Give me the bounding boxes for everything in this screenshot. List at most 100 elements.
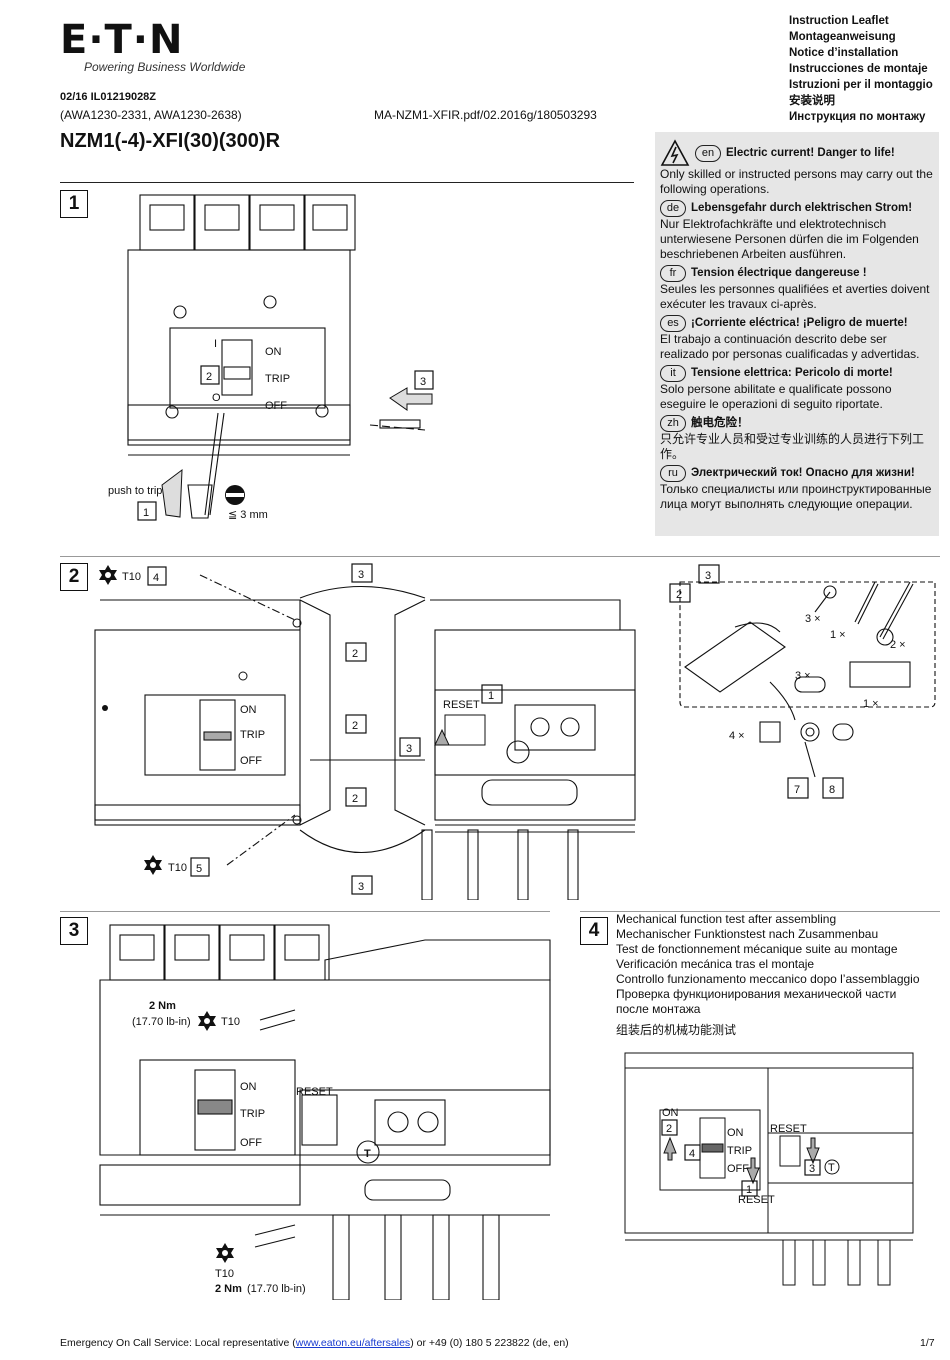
function-test-text: Mechanical function test after assemblin… (616, 912, 920, 1038)
step-3-number: 3 (60, 917, 88, 945)
step-4-figure: ON 2 4 1 3 ON TRIP OFF RESET RESET T (624, 1052, 914, 1286)
lang-badge-de: de (660, 200, 686, 217)
s1-callout-3: 3 (420, 376, 426, 388)
s3-trip-label: TRIP (240, 1108, 265, 1120)
s4-reset-bottom-label: RESET (738, 1194, 775, 1206)
title-de: Montageanweisung (789, 31, 896, 43)
warning-title-en: Electric current! Danger to life! (726, 146, 895, 159)
eaton-logo: E·T·N (60, 17, 184, 63)
model-title: NZM1(-4)-XFI(30)(300)R (60, 130, 281, 152)
document-titles: Instruction Leaflet Montageanweisung Not… (789, 13, 933, 125)
s1-mm-label: ≦ 3 mm (228, 509, 268, 521)
s2-trip-label: TRIP (240, 729, 265, 741)
article-numbers: (AWA1230-2331, AWA1230-2638) (60, 108, 242, 122)
page-number: 1/7 (920, 1337, 935, 1349)
warning-text-it: Solo persone abilitate e qualificate pos… (660, 382, 892, 411)
s3-torque-lbin-1: (17.70 lb-in) (132, 1016, 191, 1028)
step-4-number: 4 (580, 917, 608, 945)
s3-t10-bottom: T10 (215, 1268, 234, 1280)
title-ru: Инструкция по монтажу (789, 111, 926, 123)
footer-suffix: ) or +49 (0) 180 5 223822 (de, en) (410, 1337, 569, 1349)
s2-qty-4: 4 × (729, 730, 745, 742)
warning-text-en: Only skilled or instructed persons may c… (660, 167, 933, 196)
s3-torque-2: 2 Nm (215, 1283, 242, 1295)
test-line-fr: Test de fonctionnement mécanique suite a… (616, 942, 898, 956)
document-id: 02/16 IL01219028Z (60, 91, 157, 103)
lang-badge-ru: ru (660, 465, 686, 482)
divider (60, 911, 550, 912)
s4-reset-label: RESET (770, 1123, 807, 1135)
s1-off-label: OFF (265, 400, 287, 412)
s2-qty-1a: 1 × (830, 629, 846, 641)
lang-badge-en: en (695, 144, 721, 162)
step-3-figure: 2 Nm (17.70 lb-in) T10 ON TRIP OFF RESET… (99, 924, 551, 1300)
s2-callout-8: 8 (829, 784, 835, 796)
lang-badge-fr: fr (660, 265, 686, 282)
warning-text-zh: 只允许专业人员和受过专业训练的人员进行下列工作。 (660, 432, 925, 461)
s2-callout-4: 4 (153, 572, 159, 584)
s4-callout-4: 4 (689, 1148, 695, 1160)
s2-on-label: ON (240, 704, 257, 716)
s2-callout-7: 7 (794, 784, 800, 796)
s2-callout-2b: 2 (352, 720, 358, 732)
warning-title-de: Lebensgefahr durch elektrischen Strom! (691, 202, 913, 214)
s3-torque-1: 2 Nm (149, 1000, 176, 1012)
warning-title-fr: Tension électrique dangereuse ! (691, 267, 867, 279)
test-line-ru-2: после монтажа (616, 1002, 701, 1016)
title-es: Instrucciones de montaje (789, 63, 928, 75)
s4-trip-label: TRIP (727, 1145, 752, 1157)
s4-off-label: OFF (727, 1163, 749, 1175)
warning-text-es: El trabajo a continuación descrito debe … (660, 332, 920, 361)
title-en: Instruction Leaflet (789, 15, 889, 27)
s2-callout-5: 5 (196, 863, 202, 875)
s2-off-label: OFF (240, 755, 262, 767)
warning-title-ru: Электрический ток! Опасно для жизни! (691, 467, 915, 479)
s4-callout-2: 2 (666, 1123, 672, 1135)
step-1-number: 1 (60, 190, 88, 218)
s2-t10-top: T10 (122, 571, 141, 583)
test-line-en: Mechanical function test after assemblin… (616, 912, 837, 926)
s4-callout-3: 3 (809, 1163, 815, 1175)
warning-title-it: Tensione elettrica: Pericolo di morte! (691, 367, 893, 379)
torx-icon (144, 855, 162, 875)
warning-title-es: ¡Corriente eléctrica! ¡Peligro de muerte… (691, 317, 908, 329)
step-2-number: 2 (60, 563, 88, 591)
test-line-ru: Проверка функционирования механической ч… (616, 987, 897, 1001)
s3-off-label: OFF (240, 1137, 262, 1149)
s2-qty-3a: 3 × (805, 613, 821, 625)
s4-on-label: ON (727, 1127, 744, 1139)
s2-callout-3-bottom: 3 (358, 881, 364, 893)
s2-reset-label: RESET (443, 699, 480, 711)
s3-t10-top: T10 (221, 1016, 240, 1028)
safety-warning-panel: en Electric current! Danger to life! Onl… (655, 132, 939, 536)
s2-kit-callout-3: 3 (705, 570, 711, 582)
s1-o-mark: O (212, 392, 221, 404)
s2-callout-2c: 2 (352, 793, 358, 805)
torx-icon (99, 565, 117, 585)
s3-reset-label: RESET (296, 1086, 333, 1098)
s4-test-t: T (828, 1162, 835, 1174)
s2-callout-1: 1 (488, 690, 494, 702)
step-2-figure: T10 4 T10 5 3 2 2 2 3 3 1 ON TRIP OFF RE… (94, 563, 636, 900)
footer-prefix: Emergency On Call Service: Local represe… (60, 1337, 296, 1349)
title-fr: Notice d’installation (789, 47, 899, 59)
test-line-de: Mechanischer Funktionstest nach Zusammen… (616, 927, 879, 941)
s1-on-label: ON (265, 346, 282, 358)
step-1-figure: ON TRIP OFF I O 2 3 1 push to trip ≦ 3 m… (108, 194, 434, 521)
warning-en-heading: en Electric current! Danger to life! (660, 139, 935, 167)
torx-icon (198, 1011, 216, 1031)
footer: Emergency On Call Service: Local represe… (60, 1337, 569, 1349)
tagline: Powering Business Worldwide (84, 60, 246, 74)
title-it: Istruzioni per il montaggio (789, 79, 933, 91)
divider (60, 556, 940, 557)
s2-qty-1b: 1 × (863, 698, 879, 710)
divider (580, 911, 940, 912)
test-line-es: Verificación mecánica tras el montaje (616, 957, 815, 971)
warning-title-zh: 触电危险！ (691, 417, 749, 429)
aftersales-link[interactable]: www.eaton.eu/aftersales (295, 1337, 411, 1349)
s1-trip-label: TRIP (265, 373, 290, 385)
divider (60, 182, 634, 183)
lang-badge-it: it (660, 365, 686, 382)
s3-torque-lbin-2: (17.70 lb-in) (247, 1283, 306, 1295)
s2-callout-2a: 2 (352, 648, 358, 660)
